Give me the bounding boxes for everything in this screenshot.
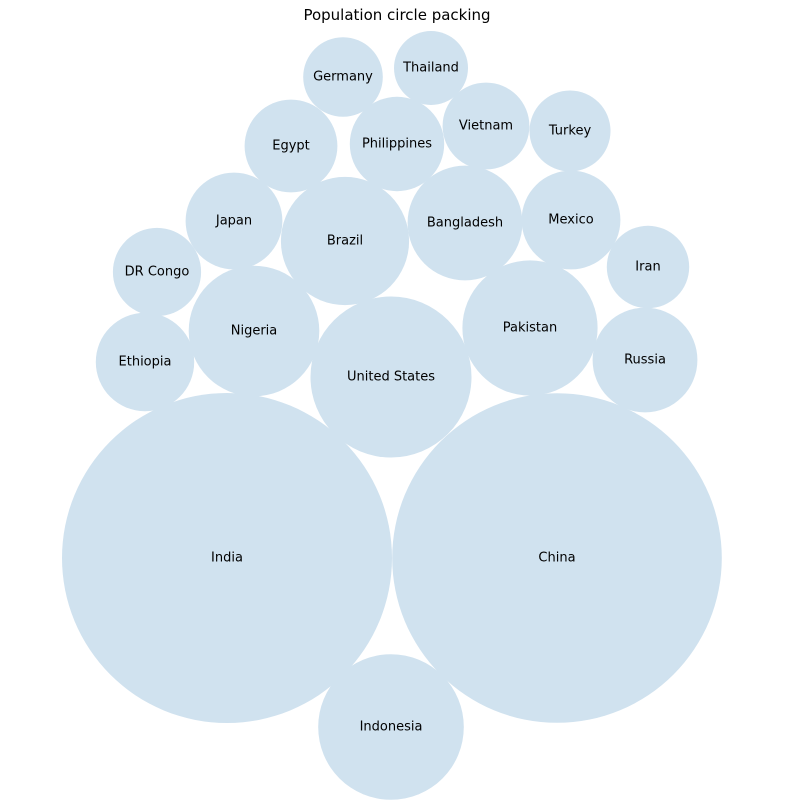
bubble-label-philippines: Philippines: [362, 137, 432, 152]
bubble-russia: [592, 307, 698, 413]
bubble-mexico: [521, 170, 621, 270]
bubble-turkey: [529, 90, 611, 172]
bubble-label-iran: Iran: [635, 260, 660, 275]
bubble-label-thailand: Thailand: [402, 61, 459, 76]
bubble-label-germany: Germany: [313, 70, 373, 85]
bubble-label-indonesia: Indonesia: [360, 720, 423, 735]
bubble-nigeria: [188, 265, 320, 397]
bubble-india: [62, 393, 392, 723]
bubble-label-dr-congo: DR Congo: [125, 265, 190, 280]
bubble-bangladesh: [407, 165, 523, 281]
bubble-label-ethiopia: Ethiopia: [119, 355, 172, 370]
bubble-label-egypt: Egypt: [272, 139, 310, 154]
bubble-iran: [606, 225, 690, 309]
bubble-label-brazil: Brazil: [327, 234, 363, 249]
bubble-label-mexico: Mexico: [548, 213, 593, 228]
bubble-label-nigeria: Nigeria: [231, 324, 278, 339]
bubble-vietnam: [442, 82, 530, 170]
bubble-indonesia: [318, 654, 464, 800]
bubble-label-india: India: [211, 551, 243, 566]
bubble-ethiopia: [95, 312, 195, 412]
bubble-philippines: [349, 96, 445, 192]
bubble-japan: [185, 172, 283, 270]
bubble-pakistan: [462, 260, 598, 396]
bubble-label-russia: Russia: [624, 353, 666, 368]
bubble-label-japan: Japan: [215, 214, 252, 229]
bubble-label-turkey: Turkey: [548, 124, 592, 139]
bubble-label-china: China: [538, 551, 575, 566]
bubble-label-bangladesh: Bangladesh: [427, 216, 503, 231]
bubble-united-states: [310, 296, 472, 458]
bubble-label-united-states: United States: [347, 370, 435, 385]
bubble-label-pakistan: Pakistan: [503, 321, 557, 336]
bubble-brazil: [280, 176, 410, 306]
bubble-label-vietnam: Vietnam: [459, 119, 513, 134]
chart-title: Population circle packing: [303, 6, 491, 24]
bubble-thailand: [394, 31, 468, 105]
bubble-china: [392, 393, 722, 723]
bubble-dr-congo: [112, 227, 202, 317]
bubble-egypt: [244, 99, 338, 193]
bubble-germany: [303, 37, 383, 117]
